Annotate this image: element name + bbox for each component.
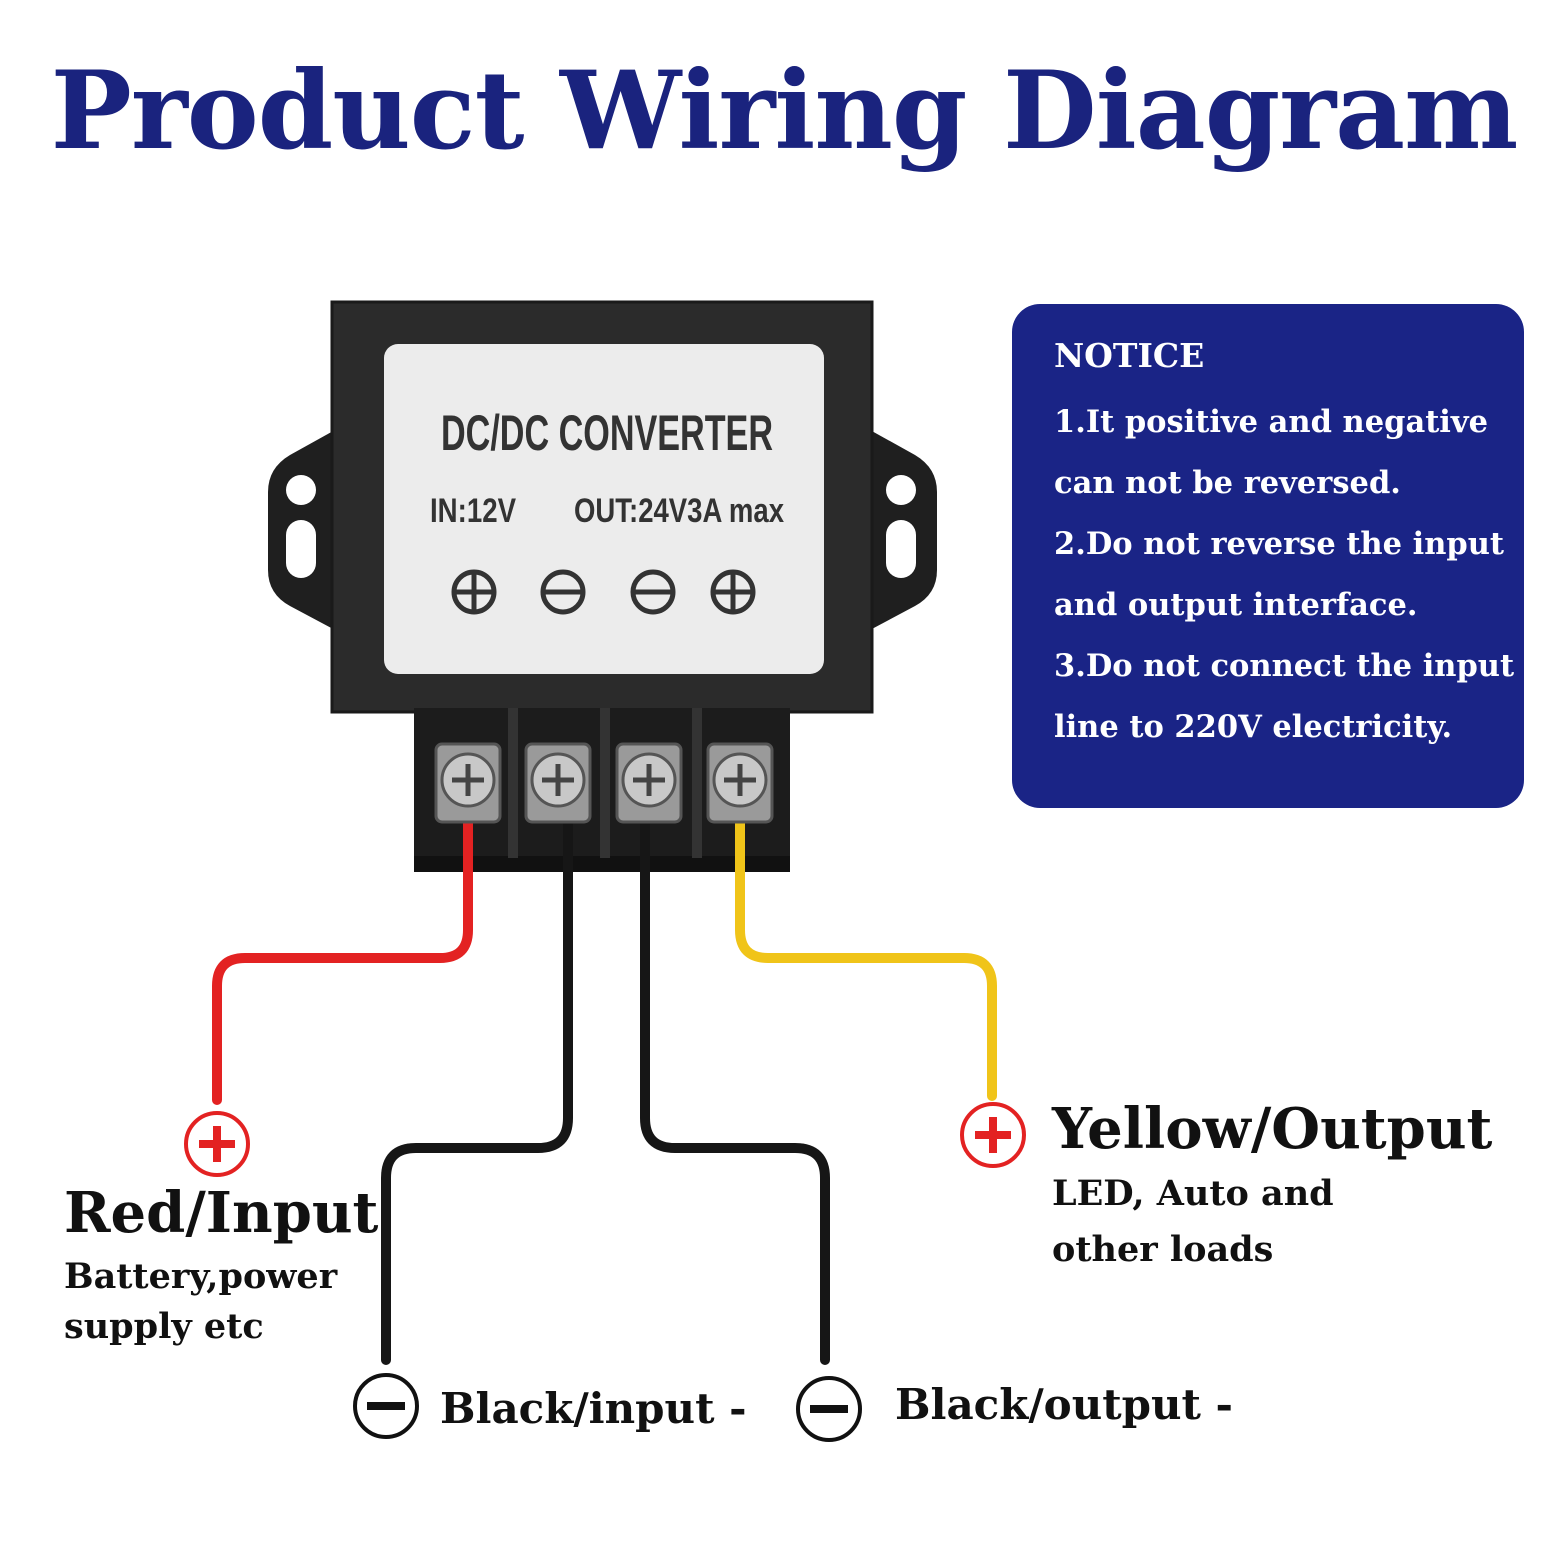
plate-minus-icon <box>630 569 676 615</box>
red-input-title: Red/Input <box>64 1180 379 1246</box>
notice-line: and output interface. <box>1054 587 1418 623</box>
terminal-screw <box>524 742 592 824</box>
notice-line: 2.Do not reverse the input <box>1054 526 1504 562</box>
red-wire <box>212 800 473 1105</box>
yellow-wire <box>735 800 997 1101</box>
red-input-desc: supply etc <box>64 1306 264 1347</box>
yellow-output-desc: LED, Auto and <box>1052 1173 1334 1214</box>
notice-heading: NOTICE <box>1054 336 1205 375</box>
black-input-minus-icon <box>353 1373 419 1439</box>
yellow-plus-icon <box>960 1102 1026 1168</box>
mounting-ear-left <box>268 430 335 630</box>
notice-line: can not be reversed. <box>1054 465 1401 501</box>
mounting-ear-right <box>870 430 937 630</box>
terminal-screw <box>434 742 502 824</box>
page-title: Product Wiring Diagram <box>50 48 1519 174</box>
yellow-output-title: Yellow/Output <box>1052 1096 1493 1162</box>
black-input-label: Black/input - <box>440 1384 747 1433</box>
notice-line: 3.Do not connect the input <box>1054 648 1515 684</box>
plate-plus-icon <box>710 569 756 615</box>
black-output-wire <box>640 800 830 1365</box>
plate-minus-icon <box>540 569 586 615</box>
black-output-minus-icon <box>796 1376 862 1442</box>
notice-box: NOTICE 1.It positive and negative can no… <box>1012 304 1524 808</box>
terminal-screw <box>615 742 683 824</box>
red-input-desc: Battery,power <box>64 1256 338 1297</box>
device-output-spec: OUT:24V3A max <box>574 492 784 530</box>
black-output-label: Black/output - <box>895 1380 1233 1429</box>
notice-line: 1.It positive and negative <box>1054 404 1489 440</box>
plate-plus-icon <box>451 569 497 615</box>
yellow-output-desc: other loads <box>1052 1229 1274 1270</box>
terminal-screw <box>706 742 774 824</box>
device-input-spec: IN:12V <box>430 492 516 530</box>
red-plus-icon <box>184 1111 250 1177</box>
device-name: DC/DC CONVERTER <box>441 405 773 461</box>
notice-line: line to 220V electricity. <box>1054 709 1453 745</box>
black-input-wire <box>381 800 573 1365</box>
